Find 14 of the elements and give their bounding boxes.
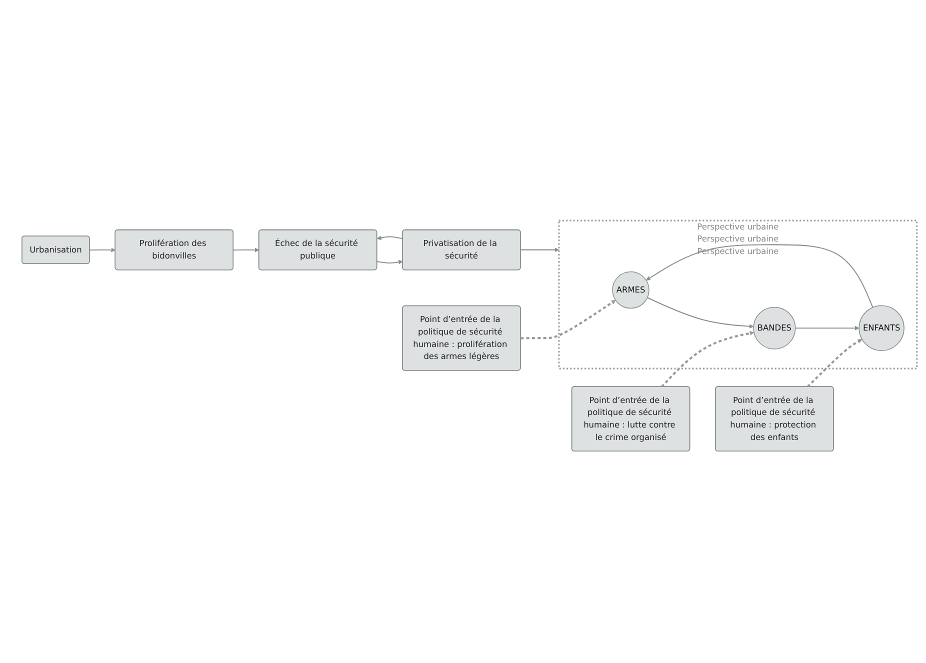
arrow — [795, 326, 860, 330]
arrow — [520, 248, 560, 252]
node-circle: BANDES — [753, 306, 796, 350]
arrow — [646, 244, 874, 308]
arrow — [376, 236, 403, 240]
arrow — [376, 260, 403, 264]
arrow — [233, 248, 260, 252]
arrow — [660, 331, 754, 388]
arrow — [806, 339, 862, 388]
arrow — [647, 297, 754, 329]
node-circle: ARMES — [612, 271, 650, 309]
arrow — [520, 300, 616, 340]
node-circle: ENFANTS — [858, 305, 904, 351]
arrow — [90, 248, 116, 252]
